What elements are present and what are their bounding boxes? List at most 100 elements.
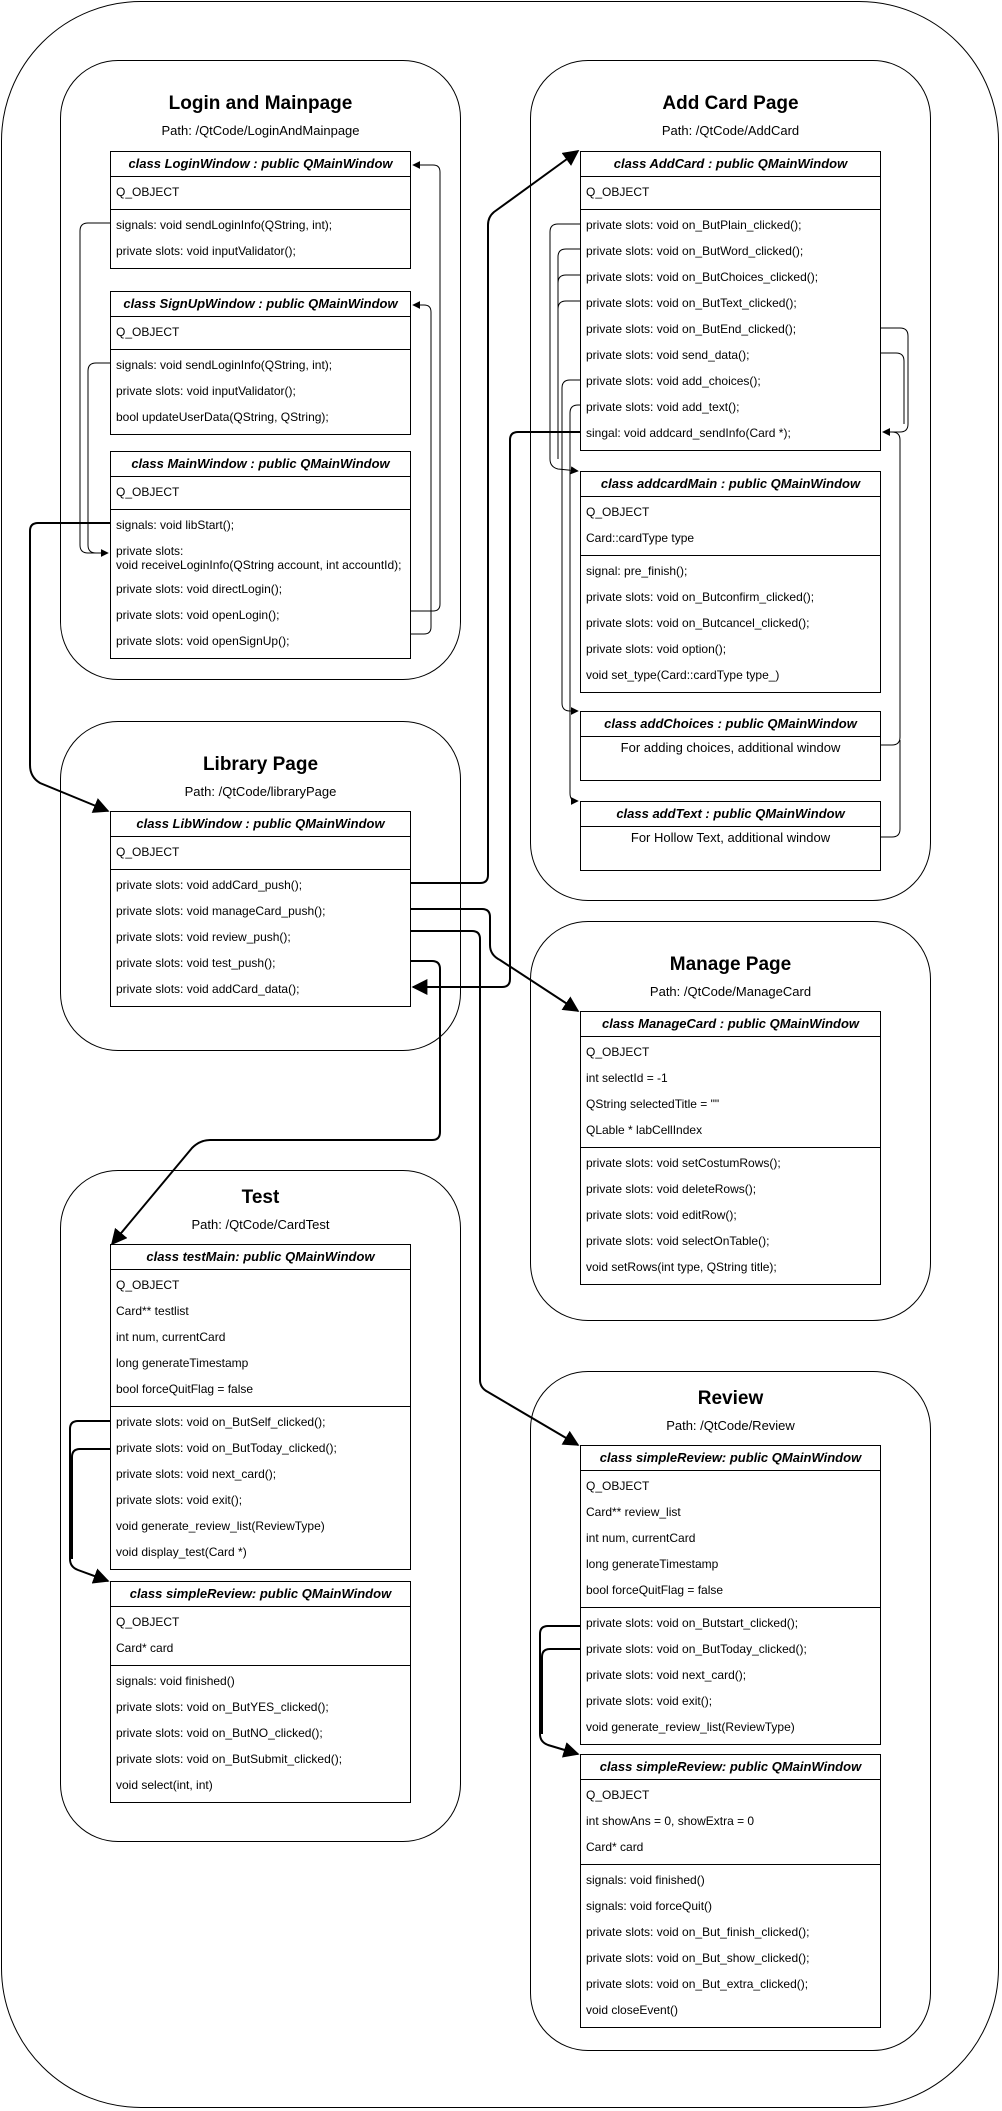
method-row: private slots: void on_Butstart_clicked(…	[586, 1616, 799, 1630]
method-row: private slots: void openLogin();	[116, 608, 280, 622]
method-row: void closeEvent()	[586, 2003, 679, 2017]
group-title: Review	[697, 1388, 764, 1409]
method-row: private slots: void on_But_finish_clicke…	[586, 1925, 810, 1939]
method-row: private slots: void on_But_show_clicked(…	[586, 1951, 810, 1965]
edge-login-signal-to-main	[79, 222, 110, 557]
method-row: private slots: void on_ButSubmit_clicked…	[116, 1752, 343, 1766]
class-header: class simpleReview: public QMainWindow	[581, 1755, 880, 1780]
group-title: Add Card Page	[662, 93, 799, 114]
group-title: Manage Page	[669, 954, 792, 975]
edge-addcard-end-to-signal	[881, 327, 909, 436]
method-row: bool updateUserData(QString, QString);	[116, 410, 329, 424]
method-row: singal: void addcard_sendInfo(Card *);	[586, 426, 791, 440]
method-row: private slots: void on_Butcancel_clicked…	[586, 616, 810, 630]
method-row: private slots: void exit();	[116, 1493, 243, 1507]
edge-lib-manage-to-manage	[411, 908, 580, 1012]
edge-reviewmain-to-reviewcard	[539, 1625, 580, 1758]
method-row: private slots: void directLogin();	[116, 582, 283, 596]
class-note: For adding choices, additional window	[620, 740, 841, 755]
method-row: private slots: void on_ButEnd_clicked();	[586, 322, 797, 336]
method-row: private slots: void on_ButChoices_clicke…	[586, 270, 819, 284]
method-row: private slots: void on_ButYES_clicked();	[116, 1700, 329, 1714]
group-path: Path: /QtCode/LoginAndMainpage	[161, 123, 360, 138]
method-row: private slots: void on_ButSelf_clicked()…	[116, 1415, 326, 1429]
group-title: Library Page	[202, 754, 319, 775]
group-library-page: Library Page Path: /QtCode/libraryPage	[60, 721, 461, 1051]
attr-row: bool forceQuitFlag = false	[116, 1382, 254, 1396]
method-row: signals: void sendLoginInfo(QString, int…	[116, 358, 333, 372]
class-add-text[interactable]: class addText : public QMainWindow For H…	[580, 801, 881, 871]
method-row: private slots: void openSignUp();	[116, 634, 290, 648]
attributes-section: Q_OBJECT	[111, 177, 410, 209]
attr-row: int num, currentCard	[586, 1531, 696, 1545]
attr-row: Q_OBJECT	[116, 185, 180, 199]
method-row: private slots: void addCard_push();	[116, 878, 303, 892]
attr-row: int selectId = -1	[586, 1071, 668, 1085]
method-row: private slots: void inputValidator();	[116, 244, 296, 258]
attr-row: bool forceQuitFlag = false	[586, 1583, 724, 1597]
methods-section: signals: void sendLoginInfo(QString, int…	[111, 349, 410, 434]
attr-row: Card* card	[586, 1840, 644, 1854]
methods-section: private slots: void on_ButPlain_clicked(…	[581, 209, 880, 450]
edge-addchoices-to-addcard	[881, 428, 901, 746]
method-row: private slots: void on_ButNO_clicked();	[116, 1726, 323, 1740]
attr-row: QString selectedTitle = ""	[586, 1097, 720, 1111]
method-row: private slots: void review_push();	[116, 930, 291, 944]
method-row: private slots: void setCostumRows();	[586, 1156, 781, 1170]
group-path: Path: /QtCode/libraryPage	[184, 784, 337, 799]
edge-lib-review-to-review	[411, 930, 580, 1446]
edge-signup-signal-to-main	[87, 362, 110, 554]
method-row: private slots: void add_choices();	[586, 374, 761, 388]
edge-addcard-senddata-to-signal	[881, 352, 905, 424]
class-header: class addText : public QMainWindow	[581, 802, 880, 827]
attr-row: QLable * labCellIndex	[586, 1123, 703, 1137]
attr-row: int num, currentCard	[116, 1330, 226, 1344]
attr-row: Q_OBJECT	[116, 1615, 180, 1629]
method-row: signals: void forceQuit()	[586, 1899, 713, 1913]
class-add-choices[interactable]: class addChoices : public QMainWindow Fo…	[580, 711, 881, 781]
method-row: private slots: void on_ButPlain_clicked(…	[586, 218, 802, 232]
edge-addcard-choices-to-addchoices	[561, 379, 580, 715]
method-row: private slots: void option();	[586, 642, 727, 656]
methods-section: signals: void sendLoginInfo(QString, int…	[111, 209, 410, 268]
attr-row: Card* card	[116, 1641, 174, 1655]
attributes-section: Q_OBJECT	[581, 177, 880, 209]
group-path: Path: /QtCode/CardTest	[191, 1217, 330, 1232]
group-path: Path: /QtCode/ManageCard	[649, 984, 812, 999]
class-header: class simpleReview: public QMainWindow	[581, 1446, 880, 1471]
class-header: class SignUpWindow : public QMainWindow	[111, 292, 410, 317]
methods-section: private slots: void setCostumRows();priv…	[581, 1147, 880, 1284]
edge-addcard-text-to-addtext	[569, 404, 580, 805]
attr-row: Q_OBJECT	[116, 485, 180, 499]
group-review: Review Path: /QtCode/Review	[530, 1371, 931, 2051]
attr-row: Q_OBJECT	[586, 1788, 650, 1802]
method-row: private slots: void on_Butconfirm_clicke…	[586, 590, 815, 604]
attr-row: long generateTimestamp	[586, 1557, 719, 1571]
class-header: class ManageCard : public QMainWindow	[581, 1012, 880, 1037]
attributes-section: Q_OBJECT	[111, 477, 410, 509]
attr-row: Card** review_list	[586, 1505, 681, 1519]
methods-section: private slots: void on_ButSelf_clicked()…	[111, 1406, 410, 1569]
group-add-card-page: Add Card Page Path: /QtCode/AddCard	[530, 60, 931, 901]
method-row: signal: pre_finish();	[586, 564, 688, 578]
method-row: signals: void finished()	[586, 1873, 705, 1887]
attr-row: Q_OBJECT	[116, 845, 180, 859]
methods-section: private slots: void on_Butstart_clicked(…	[581, 1607, 880, 1744]
method-row: private slots: void on_ButToday_clicked(…	[116, 1441, 337, 1455]
edge-addcard-buttons-to-addcardmain	[549, 223, 580, 475]
attributes-section: Q_OBJECT	[111, 317, 410, 349]
